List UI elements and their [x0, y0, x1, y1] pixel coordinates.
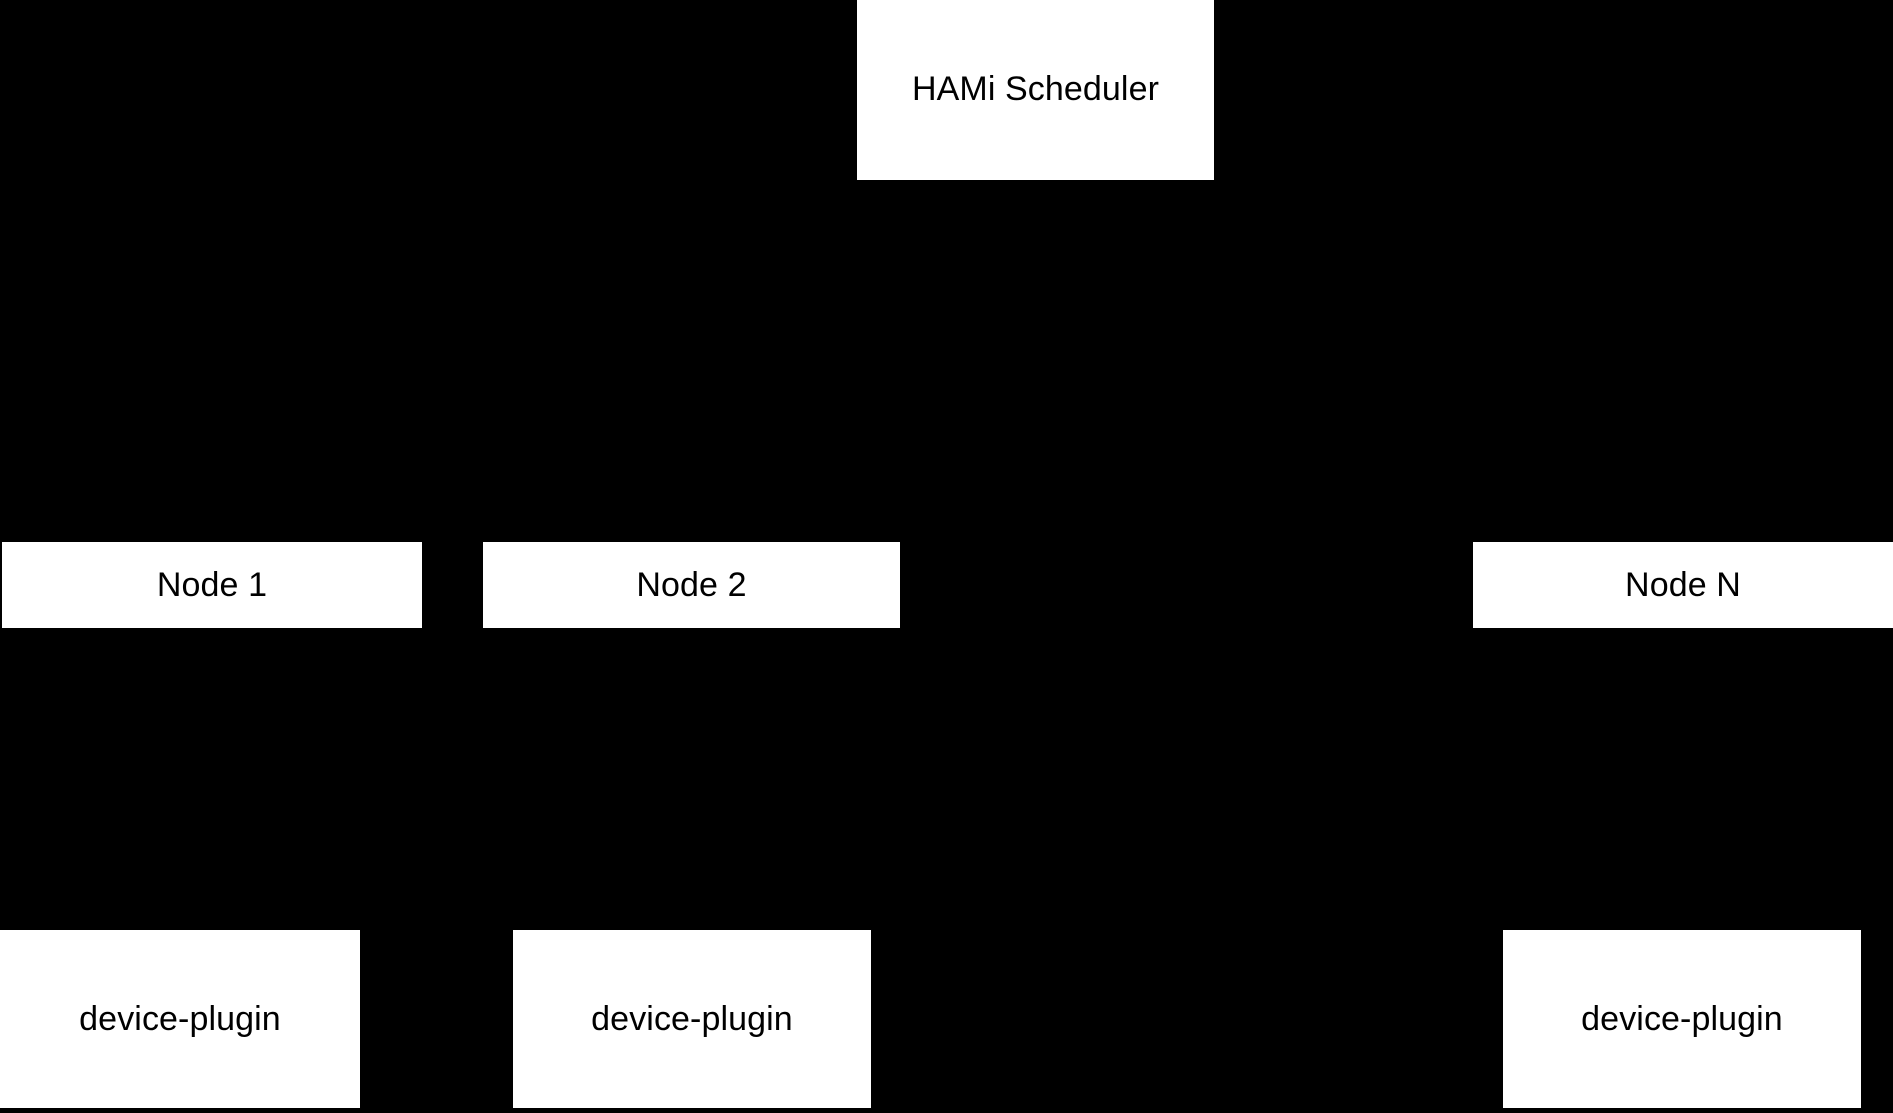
node-n-box[interactable]: Node N — [1473, 542, 1893, 628]
device-plugin-3-box[interactable]: device-plugin — [1503, 930, 1861, 1108]
node-1-box[interactable]: Node 1 — [2, 542, 422, 628]
device-plugin-3-label: device-plugin — [1581, 1000, 1783, 1038]
device-plugin-1-label: device-plugin — [79, 1000, 281, 1038]
hami-scheduler-label: HAMi Scheduler — [911, 69, 1160, 108]
node-2-box[interactable]: Node 2 — [483, 542, 900, 628]
node-1-label: Node 1 — [156, 566, 268, 604]
device-plugin-1-box[interactable]: device-plugin — [0, 930, 360, 1108]
device-plugin-2-label: device-plugin — [591, 1000, 793, 1038]
device-plugin-2-box[interactable]: device-plugin — [513, 930, 871, 1108]
hami-scheduler-box[interactable]: HAMi Scheduler — [857, 0, 1214, 180]
node-2-label: Node 2 — [636, 566, 747, 604]
node-n-label: Node N — [1625, 566, 1741, 604]
